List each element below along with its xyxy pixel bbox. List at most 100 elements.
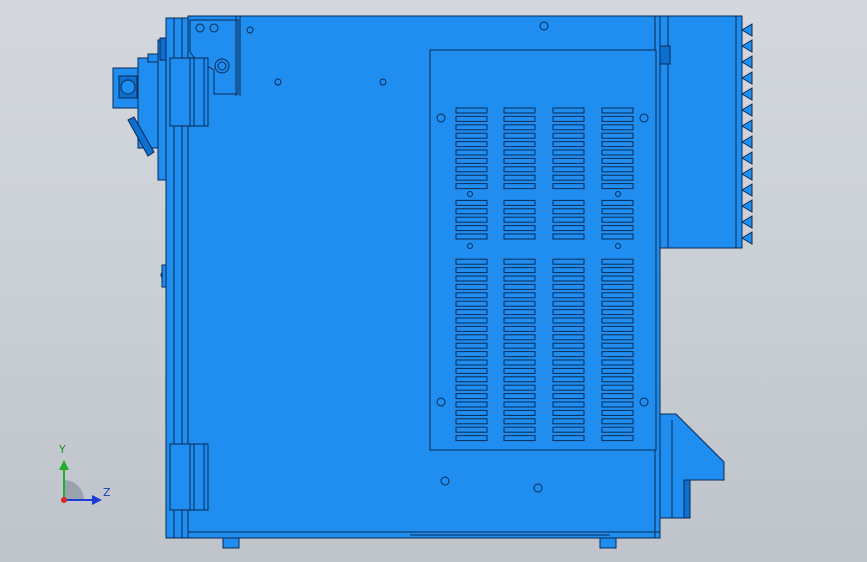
vent-slot [503, 367, 536, 374]
vent-slot [552, 376, 585, 383]
vent-slot [552, 183, 585, 190]
vent-plate[interactable] [429, 49, 657, 451]
vent-slot [601, 317, 634, 324]
vent-slot [552, 107, 585, 114]
vent-slot [503, 166, 536, 173]
vent-slot [601, 351, 634, 358]
vent-slot [552, 267, 585, 274]
heatsink-fin [741, 39, 753, 53]
vent-slot [601, 157, 634, 164]
vent-slot [552, 309, 585, 316]
vent-slot [601, 149, 634, 156]
vent-slot [503, 124, 536, 131]
heatsink-fins [741, 23, 753, 245]
vent-slot [601, 409, 634, 416]
vent-slot [601, 376, 634, 383]
panel-holes [246, 21, 549, 493]
vent-slot [503, 283, 536, 290]
vent-slot [503, 351, 536, 358]
vent-slot [455, 309, 488, 316]
vent-slot [455, 141, 488, 148]
vent-slot [601, 124, 634, 131]
heatsink-fin [741, 103, 753, 117]
heatsink-fin [741, 135, 753, 149]
vent-slot [503, 208, 536, 215]
vent-slot [552, 199, 585, 206]
vent-slot [552, 367, 585, 374]
vent-slot [552, 149, 585, 156]
vent-slot [552, 393, 585, 400]
vent-slot [601, 225, 634, 232]
vent-slot [503, 426, 536, 433]
vent-slot [601, 426, 634, 433]
vent-slot [455, 149, 488, 156]
vent-slot [455, 183, 488, 190]
triad-y-arrow-icon [59, 460, 69, 470]
heatsink-box[interactable] [659, 15, 753, 249]
vent-slot [552, 132, 585, 139]
vent-slot [503, 334, 536, 341]
hinge-bottom[interactable] [169, 443, 209, 511]
top-bracket[interactable] [189, 16, 241, 96]
feet [222, 537, 617, 549]
vent-slot [601, 300, 634, 307]
heatsink-fin [741, 231, 753, 245]
vent-slot [601, 292, 634, 299]
triad-z-label: Z [103, 486, 111, 499]
hinge-top[interactable] [169, 57, 209, 127]
vent-slot [455, 342, 488, 349]
vent-slot [601, 258, 634, 265]
vent-slot [601, 183, 634, 190]
vent-slot [503, 275, 536, 282]
vent-slot [455, 115, 488, 122]
vent-slot [455, 132, 488, 139]
vent-slot [552, 283, 585, 290]
vent-slot [552, 258, 585, 265]
vent-slot [552, 275, 585, 282]
vent-slot [552, 342, 585, 349]
vent-slot [455, 267, 488, 274]
vent-slot [455, 157, 488, 164]
vent-slot [601, 267, 634, 274]
vent-slot [552, 124, 585, 131]
vent-slot [455, 334, 488, 341]
triad-y-label: Y [59, 443, 66, 456]
vent-slot [503, 342, 536, 349]
vent-slot [552, 334, 585, 341]
vent-slot [503, 225, 536, 232]
vent-slot [552, 426, 585, 433]
vent-slot [455, 435, 488, 442]
left-connector-assembly[interactable] [112, 37, 170, 288]
vent-slot [601, 216, 634, 223]
vent-slot [601, 325, 634, 332]
heatsink-fin [741, 119, 753, 133]
vent-slot [601, 334, 634, 341]
vent-slot [601, 166, 634, 173]
vent-slot [601, 367, 634, 374]
vent-slot [601, 359, 634, 366]
vent-slot [503, 149, 536, 156]
vent-slot [552, 233, 585, 240]
vent-slot [503, 317, 536, 324]
vent-slot [503, 141, 536, 148]
view-triad[interactable] [59, 460, 102, 505]
vent-slot [503, 174, 536, 181]
vent-slot [601, 393, 634, 400]
enclosure-model[interactable] [112, 15, 753, 549]
vent-slots [455, 107, 634, 442]
vent-slot [503, 300, 536, 307]
vent-slot [552, 115, 585, 122]
vent-slot [455, 233, 488, 240]
vent-slot [455, 376, 488, 383]
vent-slot [503, 376, 536, 383]
vent-slot [455, 225, 488, 232]
vent-slot [503, 325, 536, 332]
vent-slot [503, 393, 536, 400]
vent-slot [552, 174, 585, 181]
heatsink-fin [741, 199, 753, 213]
vent-slot [503, 199, 536, 206]
vent-slot [601, 309, 634, 316]
right-lower-bracket[interactable] [659, 413, 725, 519]
vent-slot [503, 418, 536, 425]
